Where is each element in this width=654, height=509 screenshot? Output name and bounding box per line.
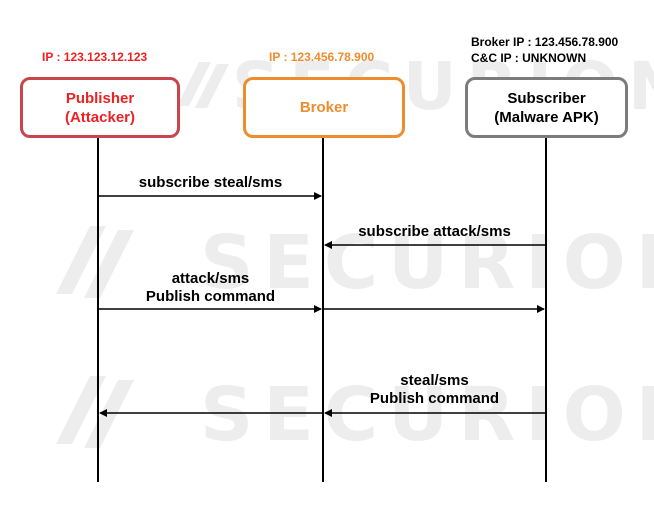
broker-box: Broker [243,77,405,138]
message-label: subscribe steal/sms [98,174,323,192]
message-line: subscribe steal/sms [138,174,283,191]
watermark-logo-icon [177,62,229,108]
publisher-title: Publisher [65,89,135,107]
message-line: attack/sms [171,270,250,287]
message-label: steal/sms Publish command [323,372,546,408]
message-label: attack/sms Publish command [98,270,323,306]
publisher-box: Publisher (Attacker) [20,77,180,138]
message-line: Publish command [145,288,276,305]
broker-ip: IP : 123.456.78.900 [269,50,375,64]
message-label: subscribe attack/sms [323,223,546,241]
subscriber-title: Subscriber [507,89,586,107]
message-line: steal/sms [400,372,469,389]
subscriber-broker-ip: Broker IP : 123.456.78.900 [471,35,619,49]
watermark-logo-icon [56,376,134,448]
watermark-logo-icon [56,226,134,298]
subscriber-subtitle: (Malware APK) [494,108,599,126]
watermark-text: SECURION [200,372,654,458]
subscriber-cc-ip: C&C IP : UNKNOWN [471,51,587,65]
publisher-ip: IP : 123.123.12.123 [42,50,148,64]
watermark-text: SECURION [200,220,654,306]
broker-title: Broker [299,99,349,116]
subscriber-box: Subscriber (Malware APK) [465,77,628,138]
publisher-subtitle: (Attacker) [64,108,136,126]
message-line: subscribe attack/sms [358,223,511,240]
message-line: Publish command [369,390,500,407]
